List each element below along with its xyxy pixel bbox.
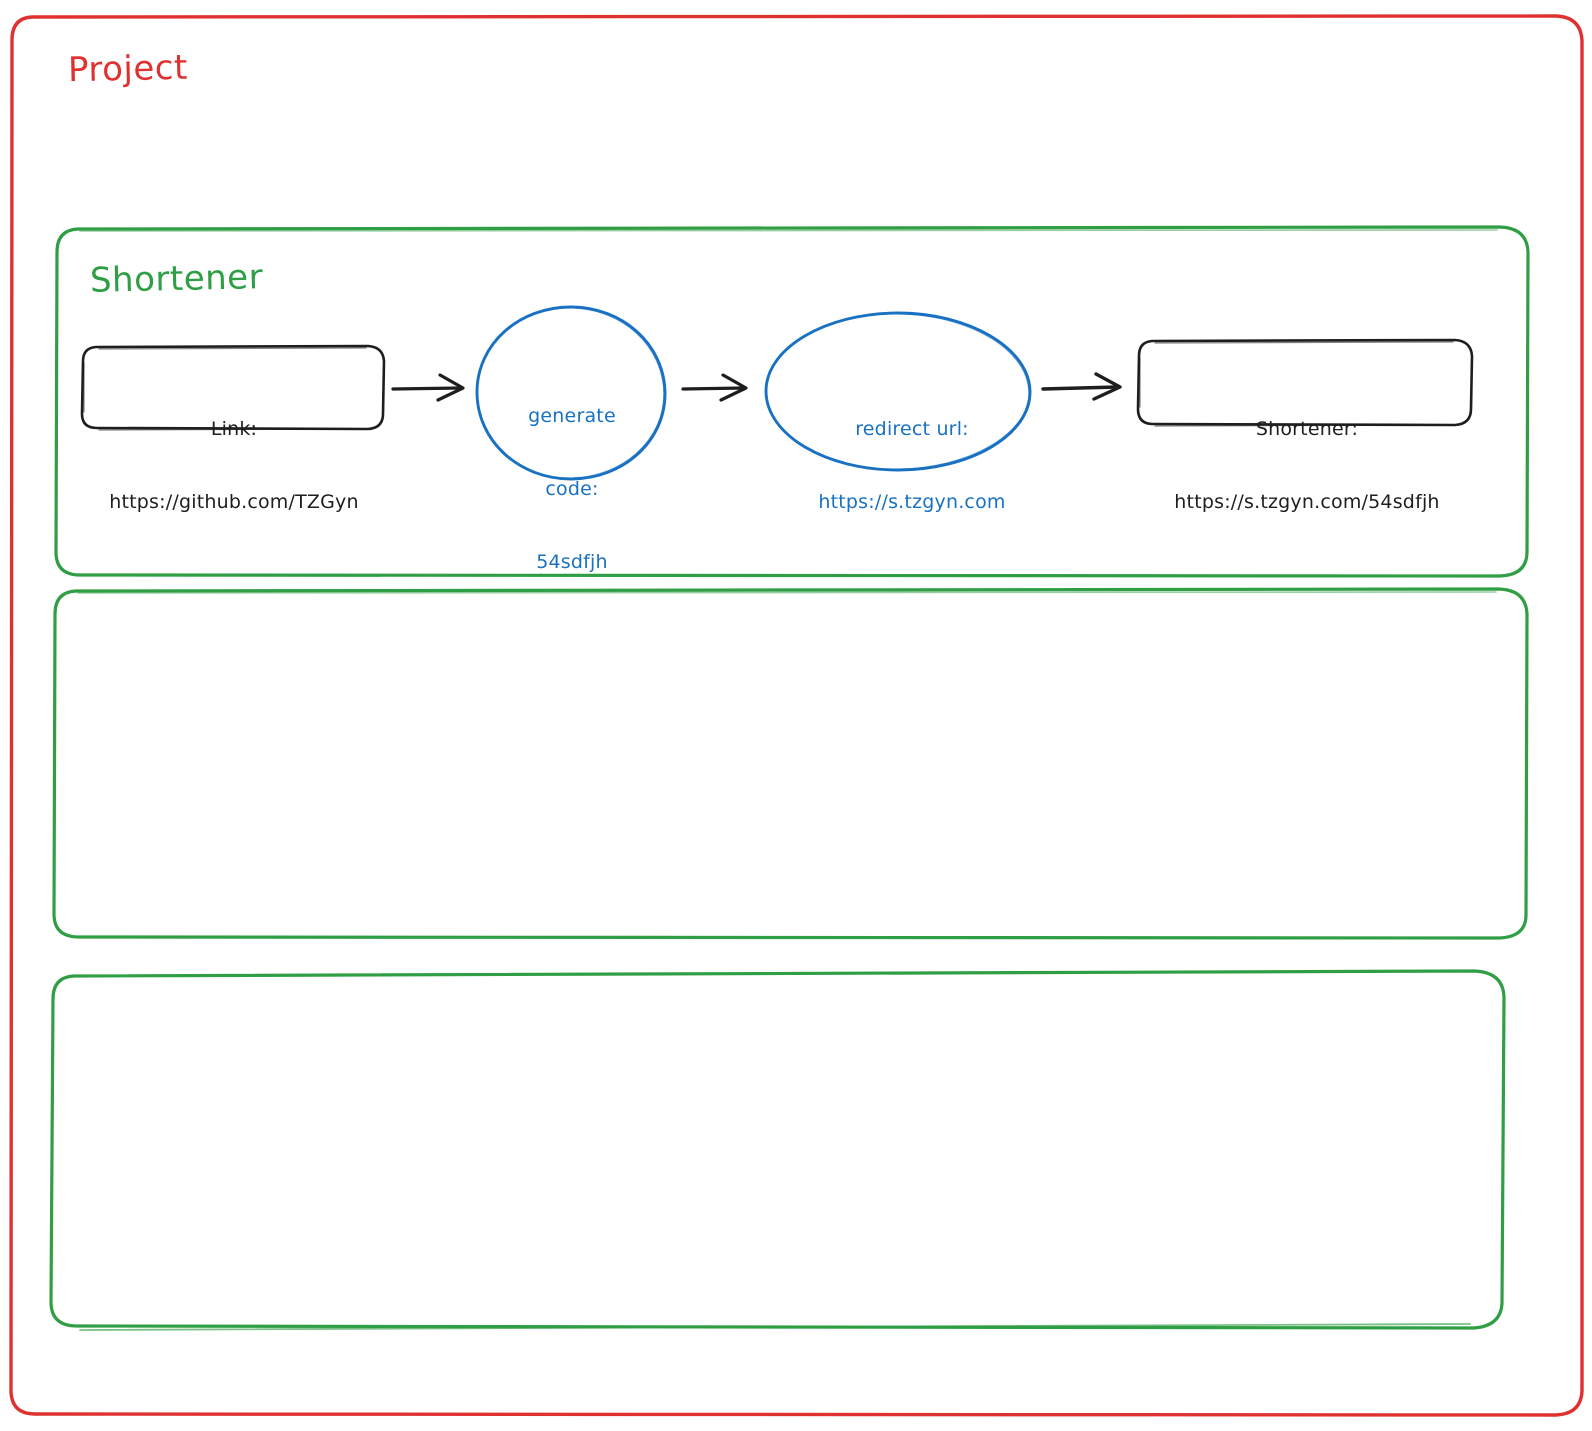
arrow-1-head xyxy=(436,373,465,402)
arrow-3-line xyxy=(1041,385,1119,391)
empty-frame-2[interactable] xyxy=(52,587,1529,940)
node-redirect-shape-overdraw xyxy=(785,313,1030,471)
project-frame-border xyxy=(9,14,1584,1417)
shortener-frame-border xyxy=(54,225,1530,578)
node-redirect[interactable] xyxy=(764,311,1032,472)
node-generate[interactable] xyxy=(475,305,667,481)
arrow-1-line xyxy=(391,386,463,391)
node-link-shape xyxy=(80,344,386,431)
empty-frame-2-border xyxy=(52,587,1529,940)
arrow-generate-to-redirect[interactable] xyxy=(681,373,748,402)
arrow-2-line xyxy=(681,386,746,391)
node-shortener-shape-overdraw xyxy=(1139,341,1454,427)
node-shortener[interactable] xyxy=(1136,338,1474,427)
node-generate-shape xyxy=(475,305,667,481)
empty-frame-3-border-overdraw xyxy=(79,1323,1471,1331)
node-link[interactable] xyxy=(80,344,386,431)
project-frame[interactable] xyxy=(9,14,1584,1417)
empty-frame-2-border-overdraw xyxy=(77,591,1497,594)
node-link-shape-overdraw xyxy=(83,347,367,431)
node-generate-shape-overdraw xyxy=(573,307,665,479)
empty-frame-3[interactable] xyxy=(49,969,1506,1331)
arrow-redirect-to-shortener[interactable] xyxy=(1041,372,1122,401)
empty-frame-3-border xyxy=(49,969,1506,1330)
arrow-3-head xyxy=(1092,372,1122,401)
shortener-frame[interactable] xyxy=(54,225,1530,578)
shortener-frame-border-overdraw xyxy=(79,229,1498,232)
arrow-link-to-generate[interactable] xyxy=(391,373,465,402)
node-shortener-shape xyxy=(1136,338,1474,427)
arrow-2-head xyxy=(719,373,748,402)
